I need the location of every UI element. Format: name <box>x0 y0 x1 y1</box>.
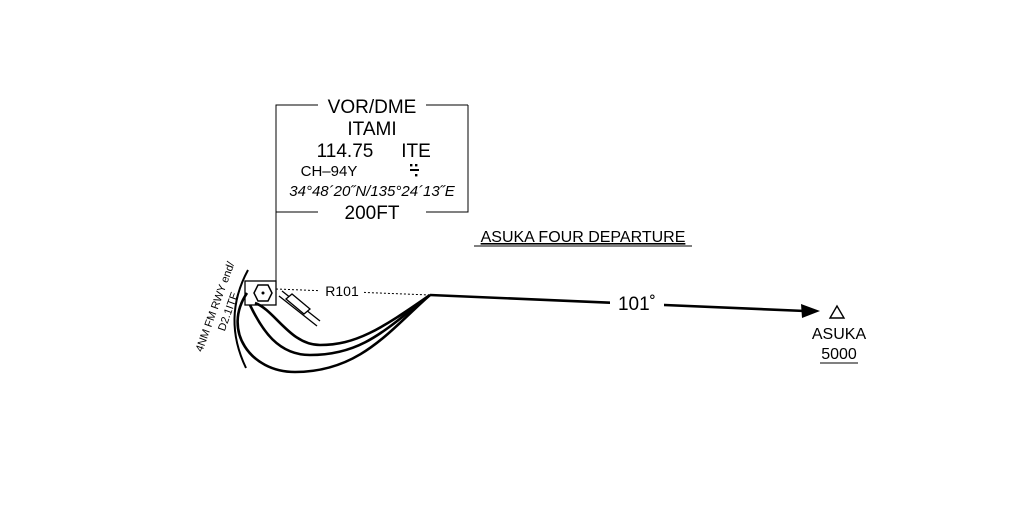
course-label: 101˚ <box>618 294 656 315</box>
turn-limit-arc <box>233 269 249 369</box>
fix-altitude: 5000 <box>821 346 857 363</box>
navaid-channel: CH–94Y <box>301 163 358 180</box>
arrow-head-icon <box>801 304 820 318</box>
navaid-frequency: 114.75 <box>317 141 374 162</box>
runway-icon <box>278 290 321 327</box>
navaid-ident: ITE <box>401 141 431 162</box>
radial-label: R101 <box>325 283 359 299</box>
navaid-name: ITAMI <box>347 119 396 140</box>
triangle-icon <box>828 304 846 319</box>
navaid-info-box: VOR/DME ITAMI 114.75 ITE CH–94Y 34°48´20… <box>275 97 469 285</box>
navaid-coordinates: 34°48´20˝N/135°24´13˝E <box>289 183 455 200</box>
morse-code-icon <box>410 164 419 177</box>
vor-dme-icon <box>244 280 277 306</box>
fix-name: ASUKA <box>812 326 867 343</box>
procedure-title: ASUKA FOUR DEPARTURE <box>481 229 686 246</box>
navaid-box-frame <box>275 104 318 213</box>
departure-tracks <box>236 292 431 374</box>
navaid-elevation: 200FT <box>345 203 400 224</box>
navaid-type: VOR/DME <box>328 97 417 118</box>
